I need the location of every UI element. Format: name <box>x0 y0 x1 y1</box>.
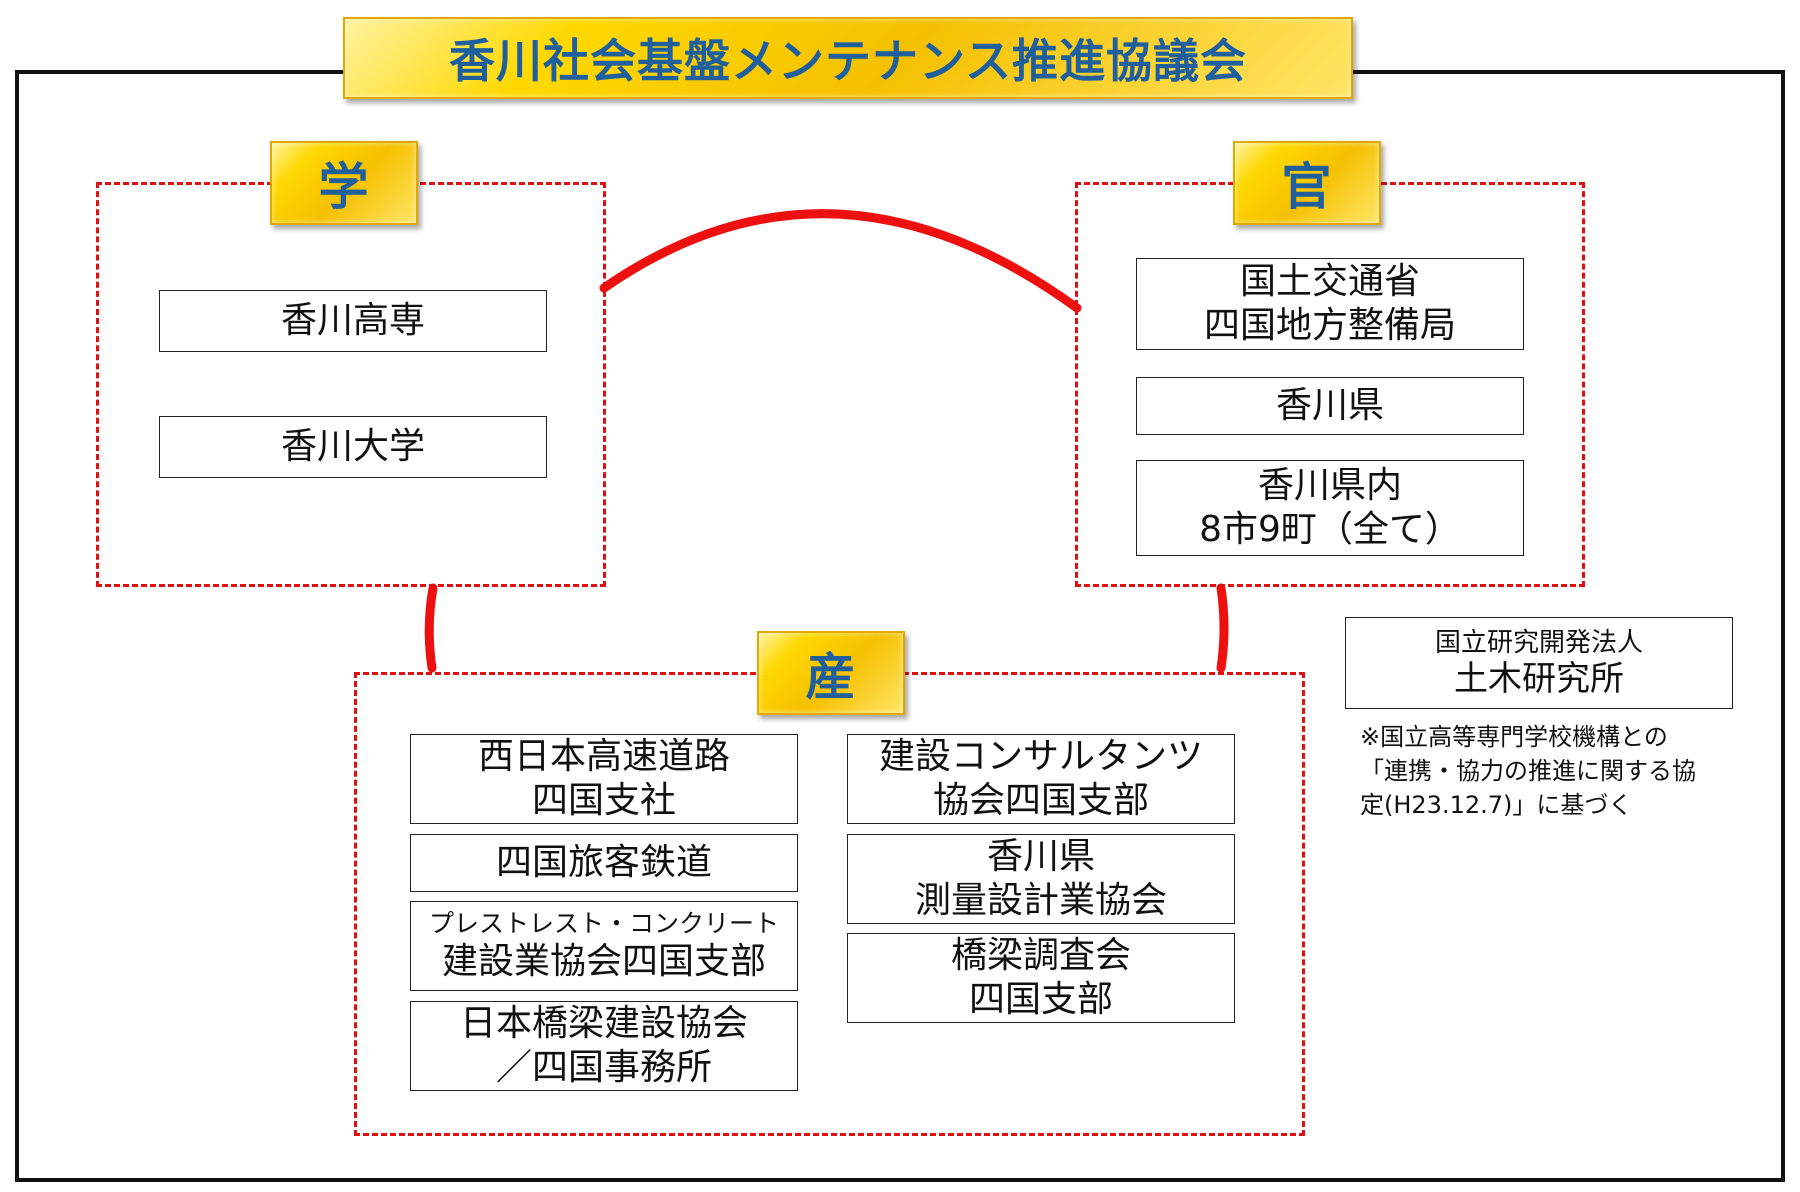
org-japan-bridge-association: 日本橋梁建設協会 ／四国事務所 <box>410 1001 798 1091</box>
org-line: 四国支社 <box>531 780 676 821</box>
org-line: 西日本高速道路 <box>477 736 730 777</box>
org-consultants-association: 建設コンサルタンツ 協会四国支部 <box>847 734 1235 824</box>
org-bridge-survey-association: 橋梁調査会 四国支部 <box>847 933 1235 1023</box>
org-line: 土木研究所 <box>1454 659 1624 699</box>
org-line: 国土交通省 <box>1239 261 1420 302</box>
academia-label: 学 <box>270 141 418 225</box>
agreement-note: ※国立高等専門学校機構との 「連携・協力の推進に関する協 定(H23.12.7)… <box>1360 720 1760 822</box>
org-line: 建設コンサルタンツ <box>878 736 1203 777</box>
main-title: 香川社会基盤メンテナンス推進協議会 <box>343 17 1353 99</box>
org-kagawa-survey-association: 香川県 測量設計業協会 <box>847 834 1235 924</box>
org-line: 香川高専 <box>280 300 425 341</box>
org-line: 四国支部 <box>968 979 1113 1020</box>
note-line: ※国立高等専門学校機構との <box>1360 723 1668 751</box>
org-line: ／四国事務所 <box>495 1047 712 1088</box>
government-label: 官 <box>1233 141 1381 225</box>
org-small-line: 国立研究開発法人 <box>1434 628 1643 658</box>
org-jr-shikoku: 四国旅客鉄道 <box>410 834 798 892</box>
org-kagawa-municipalities: 香川県内 8市9町（全て） <box>1136 460 1524 556</box>
connector-academia-industry <box>424 583 438 673</box>
org-line: 協会四国支部 <box>932 780 1149 821</box>
org-line: 香川県内 <box>1257 465 1402 506</box>
academia-section <box>96 182 606 587</box>
industry-label: 産 <box>757 631 905 715</box>
note-line: 「連携・協力の推進に関する協 <box>1360 757 1696 785</box>
note-line: 定(H23.12.7)」に基づく <box>1360 791 1633 819</box>
org-line: 香川県 <box>1275 385 1384 426</box>
org-kagawa-kosen: 香川高専 <box>159 290 547 352</box>
org-pc-construction-association: プレストレスト・コンクリート 建設業協会四国支部 <box>410 901 798 991</box>
org-line: 四国旅客鉄道 <box>495 842 712 883</box>
connector-academia-government <box>599 209 1082 313</box>
org-small-line: プレストレスト・コンクリート <box>428 909 779 938</box>
org-line: 8市9町（全て） <box>1199 509 1461 550</box>
org-pwri: 国立研究開発法人 土木研究所 <box>1345 617 1733 709</box>
org-line: 橋梁調査会 <box>950 935 1131 976</box>
org-line: 香川県 <box>986 836 1095 877</box>
org-kagawa-prefecture: 香川県 <box>1136 377 1524 435</box>
connector-government-industry <box>1216 583 1229 673</box>
org-nexco-west-shikoku: 西日本高速道路 四国支社 <box>410 734 798 824</box>
org-line: 建設業協会四国支部 <box>441 941 766 982</box>
org-kagawa-university: 香川大学 <box>159 416 547 478</box>
org-mlit-shikoku: 国土交通省 四国地方整備局 <box>1136 258 1524 350</box>
org-line: 測量設計業協会 <box>914 880 1167 921</box>
org-line: 香川大学 <box>280 426 425 467</box>
org-line: 四国地方整備局 <box>1203 305 1456 346</box>
org-line: 日本橋梁建設協会 <box>459 1003 748 1044</box>
